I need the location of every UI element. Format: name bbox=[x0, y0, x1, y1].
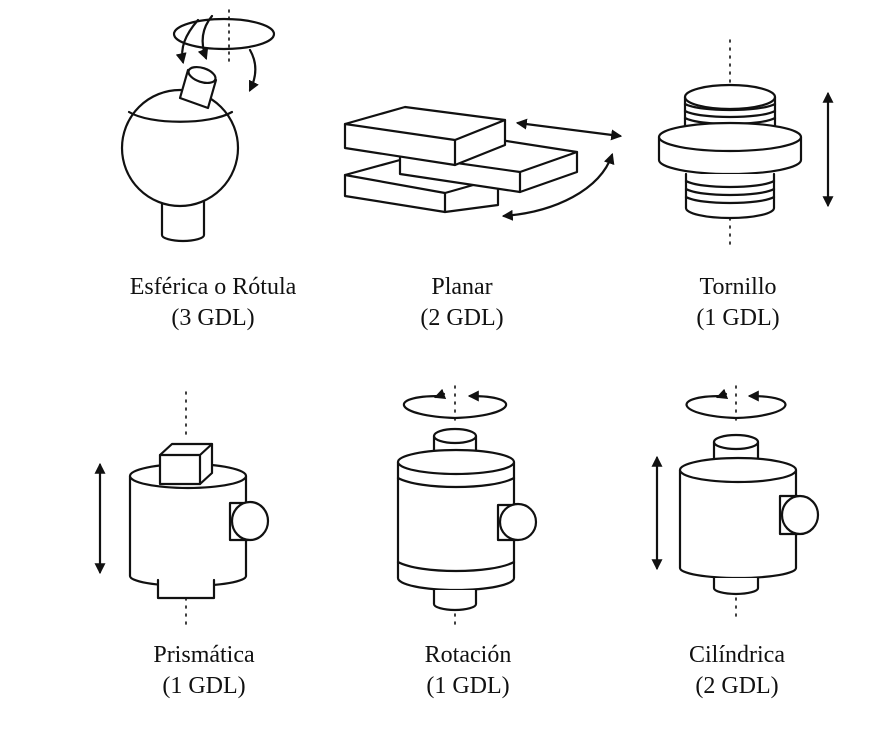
spherical-joint-icon bbox=[120, 9, 276, 243]
joint-dof: (3 GDL) bbox=[171, 305, 255, 331]
joint-name: Rotación bbox=[424, 642, 512, 668]
joint-dof: (2 GDL) bbox=[695, 673, 779, 699]
caption-rotacion: Rotación (1 GDL) bbox=[338, 640, 598, 702]
cylindrical-joint-icon bbox=[651, 385, 820, 623]
joint-name: Prismática bbox=[153, 642, 255, 668]
prismatic-joint-icon bbox=[94, 391, 270, 631]
screw-joint-icon bbox=[657, 39, 834, 247]
planar-joint-icon bbox=[343, 105, 623, 221]
revolute-joint-icon bbox=[396, 385, 538, 629]
joint-dof: (1 GDL) bbox=[696, 305, 780, 331]
joint-name: Planar bbox=[431, 274, 493, 300]
joint-name: Tornillo bbox=[699, 274, 777, 300]
joint-name: Cilíndrica bbox=[689, 642, 785, 668]
caption-planar: Planar (2 GDL) bbox=[332, 272, 592, 334]
joint-dof: (2 GDL) bbox=[420, 305, 504, 331]
joint-dof: (1 GDL) bbox=[162, 673, 246, 699]
caption-cilindrica: Cilíndrica (2 GDL) bbox=[607, 640, 867, 702]
caption-esferica: Esférica o Rótula (3 GDL) bbox=[83, 272, 343, 334]
joint-dof: (1 GDL) bbox=[426, 673, 510, 699]
caption-tornillo: Tornillo (1 GDL) bbox=[608, 272, 868, 334]
joint-name: Esférica o Rótula bbox=[129, 274, 297, 300]
caption-prismatica: Prismática (1 GDL) bbox=[74, 640, 334, 702]
